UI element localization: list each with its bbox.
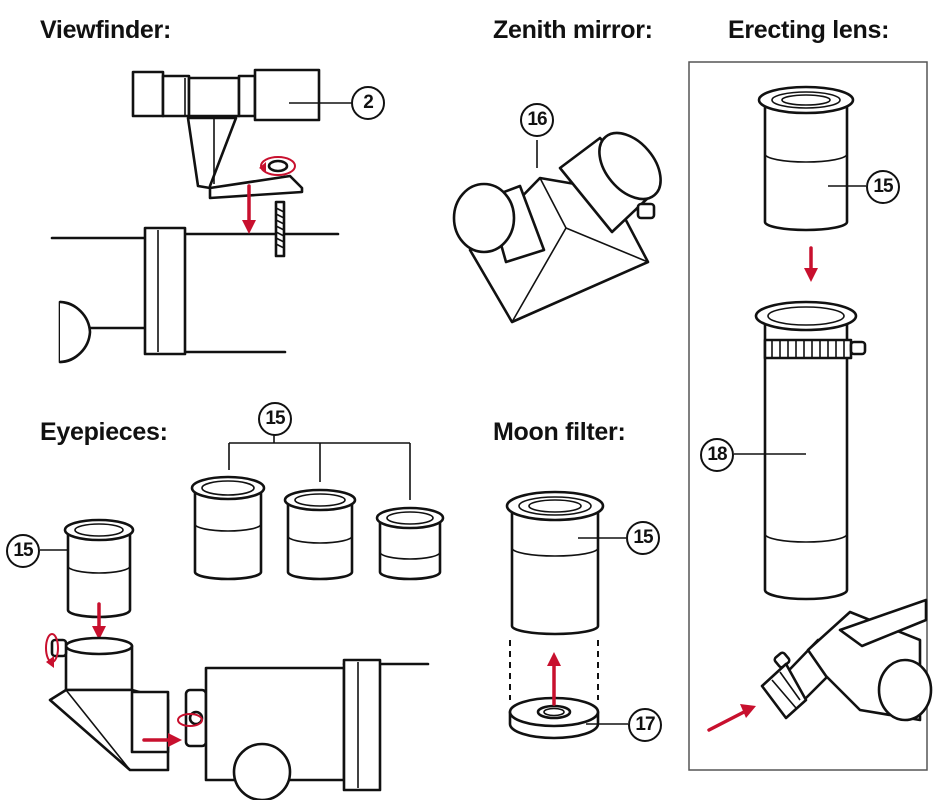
callout-erecting-lens: 18 [700, 438, 734, 472]
callout-eyepieces-group: 15 [258, 402, 292, 436]
erecting-lens-illustration [707, 85, 933, 732]
callout-eyepiece-upper: 15 [866, 170, 900, 204]
zenith-mirror-illustration [452, 131, 662, 324]
callout-moon-eyepiece: 15 [626, 521, 660, 555]
eyepieces-illustration [40, 430, 445, 800]
callout-moon-filter: 17 [628, 708, 662, 742]
callout-viewfinder: 2 [351, 86, 385, 120]
moon-filter-illustration [505, 490, 628, 740]
erecting-lens-frame [688, 61, 928, 771]
erecting-lens-title: Erecting lens: [728, 16, 890, 44]
zenith-mirror-title: Zenith mirror: [493, 16, 653, 44]
eyepieces-title: Eyepieces: [40, 418, 168, 446]
callout-eyepiece-single: 15 [6, 534, 40, 568]
viewfinder-title: Viewfinder: [40, 16, 171, 44]
moon-filter-title: Moon filter: [493, 418, 626, 446]
callout-zenith-mirror: 16 [520, 103, 554, 137]
viewfinder-illustration [50, 68, 352, 364]
